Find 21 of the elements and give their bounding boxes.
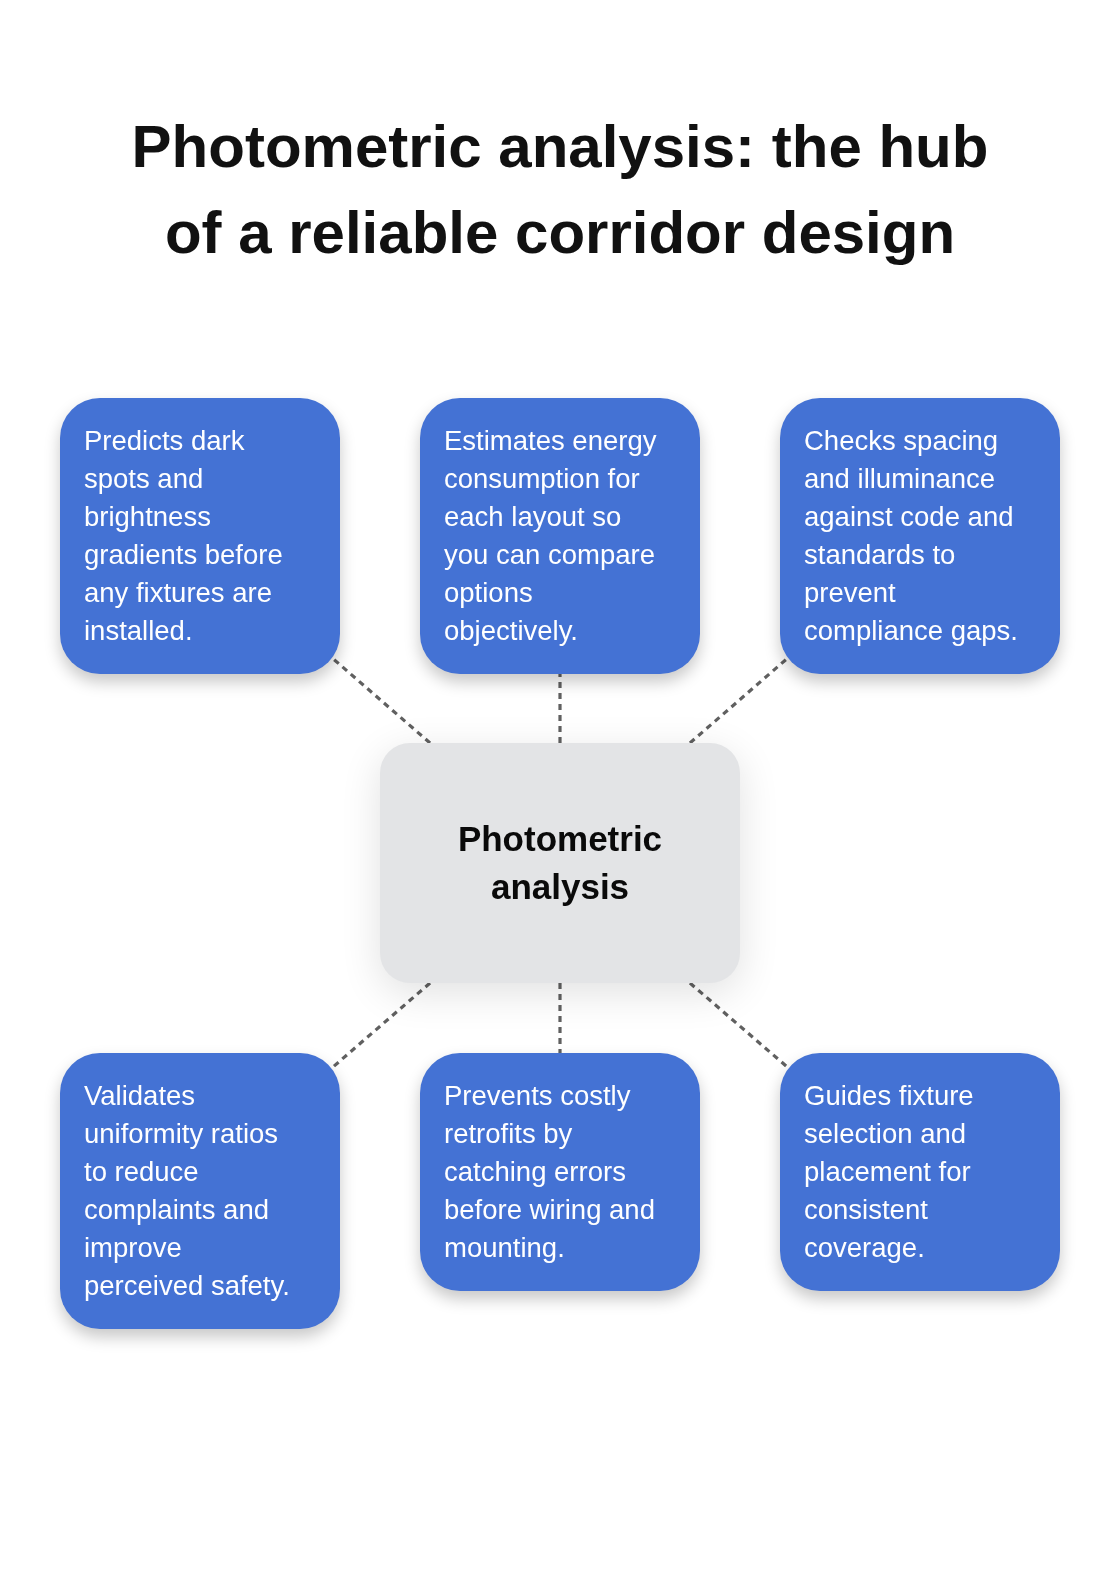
info-card <box>780 1053 1060 1291</box>
dashed-connector <box>330 656 432 745</box>
info-card <box>60 398 340 674</box>
info-card <box>420 398 700 674</box>
card-text: Checks spacing and illuminance against code and standards to prevent compliance gaps. <box>804 424 1019 648</box>
info-card <box>60 1053 340 1329</box>
dashed-connector <box>558 983 562 1053</box>
card-text: Predicts dark spots and brightness gradients before any fixtures are installed. <box>84 424 284 648</box>
dashed-connector <box>688 981 790 1070</box>
dashed-connector <box>688 656 790 745</box>
title: Photometric analysis: the hub of a reliable corridor design <box>130 112 990 268</box>
hub-label: Photometric analysis <box>456 818 664 908</box>
card-text: Prevents costly retrofits by catching errors before wiring and mounting. <box>444 1079 656 1265</box>
info-card <box>420 1053 700 1291</box>
card-text: Guides fixture selection and placement for consistent coverage. <box>804 1079 975 1265</box>
card-text: Estimates energy consumption for each layout so you can compare options objectively. <box>444 424 658 648</box>
hub-box <box>380 743 740 983</box>
dashed-connector <box>558 674 562 743</box>
info-card <box>780 398 1060 674</box>
dashed-connector <box>330 981 432 1070</box>
card-text: Validates uniformity ratios to reduce complaints and improve perceived safety. <box>84 1079 291 1303</box>
